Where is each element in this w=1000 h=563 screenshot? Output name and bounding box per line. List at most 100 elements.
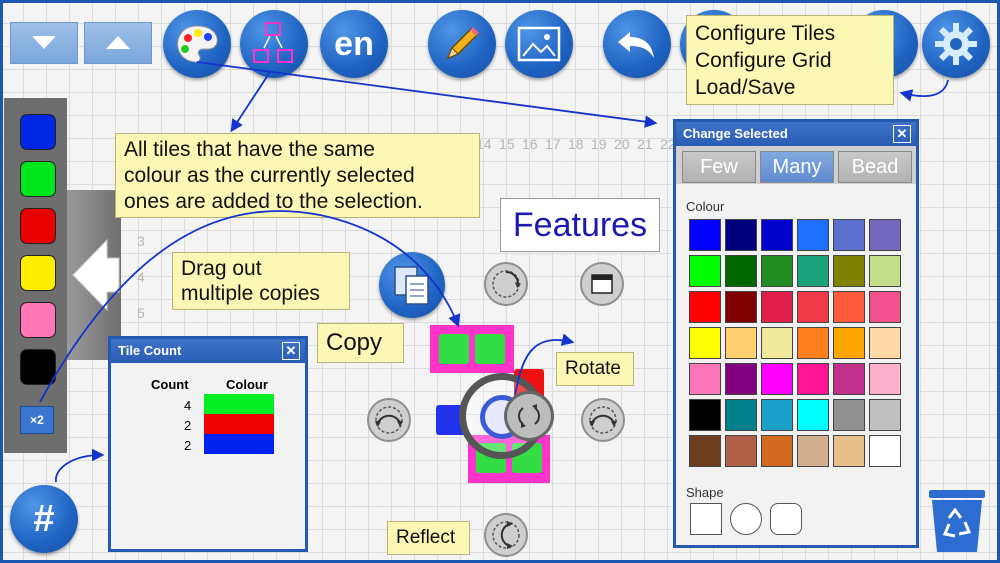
reflect-bottom-button[interactable] bbox=[484, 513, 528, 557]
settings-button[interactable] bbox=[922, 10, 990, 78]
colour-swatch[interactable] bbox=[761, 363, 793, 395]
tile-count-title-bar[interactable]: Tile Count ✕ bbox=[111, 339, 305, 363]
tab-many[interactable]: Many bbox=[760, 151, 834, 183]
select-same-colour-button[interactable] bbox=[240, 10, 308, 78]
change-selected-close-button[interactable]: ✕ bbox=[893, 125, 911, 143]
shape-rounded-button[interactable] bbox=[770, 503, 802, 535]
tile-green[interactable] bbox=[475, 334, 505, 364]
rotate-text: Rotate bbox=[565, 358, 621, 379]
colour-swatch[interactable] bbox=[833, 255, 865, 287]
pencil-icon bbox=[446, 26, 480, 60]
image-icon bbox=[517, 26, 561, 62]
shape-square-button[interactable] bbox=[690, 503, 722, 535]
colour-swatch[interactable] bbox=[725, 255, 757, 287]
colour-swatch[interactable] bbox=[761, 399, 793, 431]
colour-swatch[interactable] bbox=[725, 399, 757, 431]
colour-swatch[interactable] bbox=[797, 399, 829, 431]
shape-circle-button[interactable] bbox=[730, 503, 762, 535]
colour-swatch[interactable] bbox=[833, 327, 865, 359]
palette-colour-swatch[interactable] bbox=[20, 255, 56, 291]
shape-label: Shape bbox=[686, 485, 724, 500]
colour-swatch[interactable] bbox=[797, 435, 829, 467]
colour-swatch[interactable] bbox=[725, 291, 757, 323]
image-button[interactable] bbox=[505, 10, 573, 78]
colour-swatch[interactable] bbox=[869, 327, 901, 359]
colour-swatch[interactable] bbox=[797, 291, 829, 323]
reflect-right-button[interactable] bbox=[581, 398, 625, 442]
colour-swatch[interactable] bbox=[761, 291, 793, 323]
colour-swatch[interactable] bbox=[869, 363, 901, 395]
undo-button[interactable] bbox=[603, 10, 671, 78]
grid-toggle-button[interactable]: # bbox=[10, 485, 78, 553]
row-tick: 4 bbox=[137, 269, 145, 285]
language-label: en bbox=[334, 24, 374, 63]
colour-swatch[interactable] bbox=[869, 435, 901, 467]
colour-swatch[interactable] bbox=[761, 255, 793, 287]
colour-swatch[interactable] bbox=[797, 363, 829, 395]
down-arrow-icon bbox=[32, 36, 56, 49]
colour-swatch[interactable] bbox=[869, 291, 901, 323]
layer-button[interactable] bbox=[580, 262, 624, 306]
pencil-button[interactable] bbox=[428, 10, 496, 78]
colour-swatch[interactable] bbox=[869, 255, 901, 287]
tile-count-close-button[interactable]: ✕ bbox=[282, 342, 300, 360]
rotate-icon bbox=[492, 270, 521, 298]
tab-bead[interactable]: Bead bbox=[838, 151, 912, 183]
colour-swatch[interactable] bbox=[689, 327, 721, 359]
colour-swatch[interactable] bbox=[689, 219, 721, 251]
tile-green[interactable] bbox=[439, 334, 469, 364]
colour-swatch[interactable] bbox=[833, 399, 865, 431]
colour-swatch[interactable] bbox=[689, 291, 721, 323]
tile-selection[interactable] bbox=[430, 325, 570, 515]
copy-button[interactable] bbox=[379, 252, 445, 318]
palette-colour-swatch[interactable] bbox=[20, 208, 56, 244]
colour-swatch[interactable] bbox=[725, 363, 757, 395]
features-text: Features bbox=[512, 206, 648, 244]
scroll-up-button[interactable] bbox=[84, 22, 152, 64]
reflect-left-button[interactable] bbox=[367, 398, 411, 442]
colour-swatch[interactable] bbox=[689, 399, 721, 431]
palette-colour-swatch[interactable] bbox=[20, 302, 56, 338]
change-selected-title: Change Selected bbox=[683, 126, 788, 141]
recycle-bin-button[interactable] bbox=[927, 488, 987, 554]
colour-swatch[interactable] bbox=[761, 435, 793, 467]
colour-swatch[interactable] bbox=[689, 363, 721, 395]
colour-swatch[interactable] bbox=[761, 219, 793, 251]
colour-swatch[interactable] bbox=[833, 291, 865, 323]
colour-swatch[interactable] bbox=[833, 219, 865, 251]
scroll-down-button[interactable] bbox=[10, 22, 78, 64]
reflect-vertical-icon bbox=[492, 521, 520, 549]
colour-swatch[interactable] bbox=[797, 327, 829, 359]
colour-swatch[interactable] bbox=[725, 219, 757, 251]
undo-icon bbox=[618, 32, 654, 58]
language-button[interactable]: en bbox=[320, 10, 388, 78]
colour-header: Colour bbox=[226, 377, 268, 392]
rotate-handle[interactable] bbox=[504, 391, 554, 441]
colour-swatch[interactable] bbox=[833, 363, 865, 395]
colour-swatch[interactable] bbox=[689, 255, 721, 287]
palette-colour-swatch[interactable] bbox=[20, 349, 56, 385]
expand-tab[interactable] bbox=[67, 190, 121, 360]
multiplier-button[interactable]: ×2 bbox=[20, 406, 54, 434]
palette-colour-swatch[interactable] bbox=[20, 114, 56, 150]
colour-swatch[interactable] bbox=[725, 327, 757, 359]
reflect-icon bbox=[375, 406, 403, 434]
rotate-top-button[interactable] bbox=[484, 262, 528, 306]
colour-swatch[interactable] bbox=[797, 219, 829, 251]
palette-button[interactable] bbox=[163, 10, 231, 78]
colour-swatch[interactable] bbox=[869, 399, 901, 431]
colour-swatch[interactable] bbox=[833, 435, 865, 467]
change-selected-title-bar[interactable]: Change Selected ✕ bbox=[676, 122, 916, 146]
colour-swatch[interactable] bbox=[689, 435, 721, 467]
colour-swatch[interactable] bbox=[725, 435, 757, 467]
colour-swatch[interactable] bbox=[869, 219, 901, 251]
colour-swatch[interactable] bbox=[797, 255, 829, 287]
tab-few[interactable]: Few bbox=[682, 151, 756, 183]
column-tick: 20 bbox=[614, 136, 630, 152]
count-header: Count bbox=[151, 377, 189, 392]
colour-swatch[interactable] bbox=[761, 327, 793, 359]
palette-colour-swatch[interactable] bbox=[20, 161, 56, 197]
